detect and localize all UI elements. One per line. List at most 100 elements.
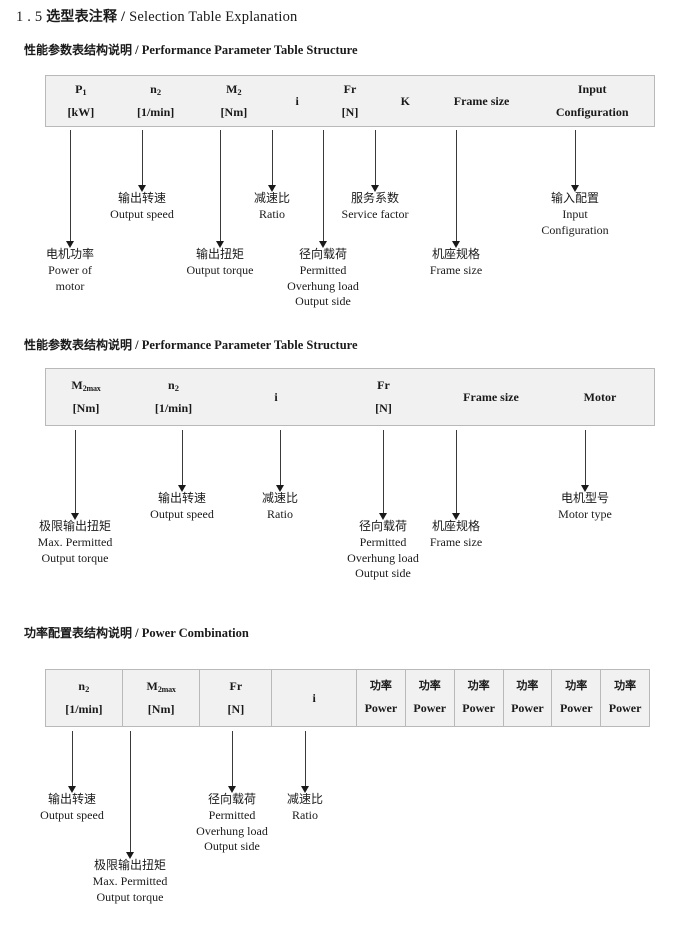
table1-col-m2-symbol: M2 xyxy=(226,82,242,98)
annotation-overhung-load-3-cn: 径向载荷 xyxy=(207,792,256,806)
annotation-overhung-load-1-en-2: Overhung load xyxy=(287,278,359,293)
arrow-to-service-factor xyxy=(365,130,385,192)
annotation-input-configuration-en-2: Configuration xyxy=(541,222,609,237)
annotation-overhung-load-3-en-1: Permitted xyxy=(208,807,256,822)
table1-col-fr-unit: [N] xyxy=(341,105,359,119)
table2-col-m2max-symbol: M2max xyxy=(71,378,101,394)
table1-col-k-symbol: K xyxy=(400,93,410,108)
annotation-overhung-load-1-en-3: Output side xyxy=(295,294,351,309)
table1-col-m2: M2 [Nm] xyxy=(196,76,273,126)
annotation-overhung-load-2-en-3: Output side xyxy=(355,566,411,581)
table3-col-power-5-en: Power xyxy=(559,701,593,716)
table3-col-n2-unit: [1/min] xyxy=(65,702,103,716)
arrow-to-ratio-3 xyxy=(295,731,315,793)
table3-col-i-symbol: i xyxy=(312,690,316,705)
annotation-max-torque-2-cn: 极限输出扭矩 xyxy=(93,858,166,872)
annotation-output-speed-1: 输出转速 Output speed xyxy=(102,191,182,223)
section-heading-3-en: Power Combination xyxy=(141,626,249,640)
annotation-input-configuration-cn: 输入配置 xyxy=(550,191,599,205)
annotation-output-speed-3-en: Output speed xyxy=(40,807,104,822)
table1-col-input-symbol: Input xyxy=(577,82,607,97)
annotation-output-speed-2-en: Output speed xyxy=(150,506,214,521)
page-title: 1 . 5 选型表注释 / Selection Table Explanatio… xyxy=(16,6,298,26)
annotation-frame-size-1-en: Frame size xyxy=(429,262,483,277)
table3-col-power-4-en: Power xyxy=(511,701,544,716)
annotation-motor-type-en: Motor type xyxy=(558,506,612,521)
section-heading-3-sep: / xyxy=(135,626,139,640)
annotation-ratio-2-cn: 减速比 xyxy=(261,491,298,505)
annotation-ratio-1: 减速比 Ratio xyxy=(232,191,312,223)
arrow-to-ratio-2 xyxy=(270,430,290,492)
section-heading-3-cn: 功率配置表结构说明 xyxy=(24,626,133,640)
table3-col-n2-symbol: n2 xyxy=(78,679,90,695)
arrow-to-output-speed-2 xyxy=(172,430,192,492)
annotation-ratio-2: 减速比 Ratio xyxy=(240,491,320,523)
table3-col-m2max-unit: [Nm] xyxy=(147,702,175,716)
table3-col-power-1-en: Power xyxy=(364,701,398,716)
table2-col-frame-size-symbol: Frame size xyxy=(463,389,519,404)
annotation-service-factor-cn: 服务系数 xyxy=(350,191,399,205)
annotation-frame-size-2-en: Frame size xyxy=(429,534,483,549)
annotation-ratio-3-en: Ratio xyxy=(292,807,318,822)
table3-col-power-5: 功率 Power xyxy=(551,670,600,726)
table3-col-power-3-cn: 功率 xyxy=(467,679,490,693)
annotation-output-torque-en: Output torque xyxy=(186,262,254,277)
table2-col-fr: Fr [N] xyxy=(331,369,436,425)
section-heading-2-sep: / xyxy=(135,338,139,352)
annotation-motor-type: 电机型号 Motor type xyxy=(545,491,625,523)
table3-col-power-6-en: Power xyxy=(608,701,642,716)
annotation-overhung-load-1-en-1: Permitted xyxy=(299,262,347,277)
annotation-overhung-load-1-cn: 径向载荷 xyxy=(298,247,347,261)
table3-col-power-2-en: Power xyxy=(413,701,447,716)
table1-col-n2-unit: [1/min] xyxy=(136,105,175,119)
table1-col-frame-size: Frame size xyxy=(433,76,531,126)
table2-col-motor-symbol: Motor xyxy=(583,389,617,404)
arrow-to-ratio xyxy=(262,130,282,192)
arrow-to-input-configuration xyxy=(565,130,585,192)
annotation-output-speed-2-cn: 输出转速 xyxy=(157,491,206,505)
table3-col-power-3: 功率 Power xyxy=(453,670,503,726)
section-heading-1-cn: 性能参数表结构说明 xyxy=(24,43,133,57)
table2-col-motor: Motor xyxy=(546,369,654,425)
table1-col-fr: Fr [N] xyxy=(322,76,378,126)
section-number: 1 . 5 xyxy=(16,9,43,25)
table3-col-n2: n2 [1/min] xyxy=(46,670,122,726)
annotation-max-torque-1-en-2: Output torque xyxy=(41,550,109,565)
section-heading-3: 功率配置表结构说明 / Power Combination xyxy=(24,624,249,641)
power-combination-table: n2 [1/min] M2max [Nm] Fr [N] i 功率 Power … xyxy=(45,669,650,727)
arrow-to-permitted-overhung-load xyxy=(313,130,333,248)
table1-col-n2-symbol: n2 xyxy=(150,82,162,98)
annotation-ratio-1-en: Ratio xyxy=(259,206,285,221)
annotation-ratio-3: 减速比 Ratio xyxy=(265,792,345,824)
arrow-to-frame-size xyxy=(446,130,466,248)
table3-col-fr: Fr [N] xyxy=(199,670,271,726)
annotation-output-speed-3: 输出转速 Output speed xyxy=(32,792,112,824)
arrow-to-output-speed xyxy=(132,130,152,192)
table2-col-i: i xyxy=(221,369,331,425)
table1-col-k: K xyxy=(378,76,433,126)
section-heading-1-sep: / xyxy=(135,43,139,57)
arrow-to-frame-size-2 xyxy=(446,430,466,520)
table2-col-n2-symbol: n2 xyxy=(168,378,179,394)
table1-col-i: i xyxy=(272,76,322,126)
table2-col-n2-unit: [1/min] xyxy=(154,401,193,415)
annotation-overhung-load-2-cn: 径向载荷 xyxy=(358,519,407,533)
table1-col-p1-symbol: P1 xyxy=(75,82,87,98)
table3-col-power-6: 功率 Power xyxy=(600,670,649,726)
annotation-frame-size-2-cn: 机座规格 xyxy=(431,519,480,533)
annotation-frame-size-1-cn: 机座规格 xyxy=(431,247,480,261)
table1-col-i-symbol: i xyxy=(295,93,299,108)
annotation-overhung-load-2-en-1: Permitted xyxy=(359,534,407,549)
annotation-ratio-2-en: Ratio xyxy=(267,506,293,521)
table2-col-fr-unit: [N] xyxy=(375,401,392,415)
annotation-motor-type-cn: 电机型号 xyxy=(560,491,609,505)
annotation-output-speed-1-en: Output speed xyxy=(110,206,174,221)
table2-col-m2max: M2max [Nm] xyxy=(46,369,126,425)
annotation-output-speed-2: 输出转速 Output speed xyxy=(142,491,222,523)
annotation-output-speed-3-cn: 输出转速 xyxy=(47,792,96,806)
annotation-power-of-motor-cn: 电机功率 xyxy=(45,247,94,261)
table2-col-i-symbol: i xyxy=(274,389,278,404)
title-separator: / xyxy=(121,9,126,25)
annotation-max-torque-2-en-2: Output torque xyxy=(96,889,164,904)
table3-col-power-4-cn: 功率 xyxy=(516,679,539,693)
